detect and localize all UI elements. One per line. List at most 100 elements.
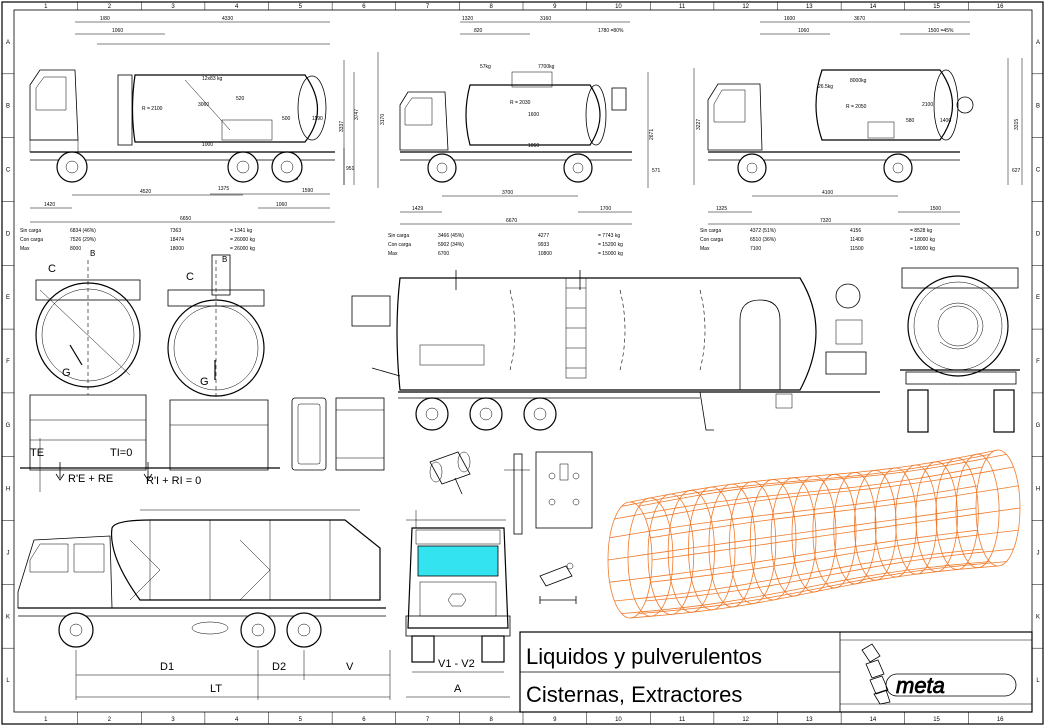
title-line-1: Liquidos y pulverulentos — [526, 644, 762, 669]
dim-label: 4520 — [140, 189, 151, 195]
grid-col-label: 5 — [299, 4, 303, 10]
weight-label: 12x83 kg — [202, 76, 223, 82]
grid-col-label: 8 — [490, 4, 494, 10]
load-table-cell: = 8528 kg — [910, 228, 932, 234]
dim-label-d2: D2 — [272, 661, 286, 673]
load-table-cell: 4372 (51%) — [750, 228, 776, 234]
dim-label: 1420 — [44, 202, 55, 208]
grid-col-label: 10 — [615, 717, 622, 723]
force-label-ti: TI=0 — [110, 447, 132, 459]
grid-col-label: 13 — [806, 4, 813, 10]
section-label-b: B — [90, 249, 95, 258]
load-table-cell: 11400 — [850, 237, 864, 243]
load-table-cell: 3466 (45%) — [438, 233, 464, 239]
dim-label: 3747 — [354, 109, 360, 120]
load-table-cell: 6700 — [438, 251, 449, 257]
wheel — [993, 389, 1015, 433]
weight-label: 7700kg — [538, 64, 555, 70]
tank-radius-label: R = 2030 — [510, 100, 531, 106]
load-table-cell: Sin carga — [388, 233, 409, 239]
dim-label: 1590 — [302, 188, 313, 194]
load-table-cell: Con carga — [388, 242, 411, 248]
load-table-cell: Max — [20, 246, 30, 252]
gravity-label: G — [62, 367, 71, 379]
grid-col-label: 9 — [553, 717, 557, 723]
tank-wireframe-3d — [607, 449, 1021, 619]
force-label-ri: R'I + RI = 0 — [146, 475, 201, 487]
grid-row-label: H — [1036, 487, 1040, 493]
grid-col-label: 4 — [235, 717, 239, 723]
dim-label: 951 — [346, 166, 355, 172]
load-table-cell: = 7743 kg — [598, 233, 620, 239]
grid-row-label: J — [7, 550, 10, 556]
load-table-cell: 4277 — [538, 233, 549, 239]
wheel — [907, 389, 929, 433]
wheel — [411, 635, 435, 663]
grid-row-label: F — [1036, 359, 1040, 365]
grid-column-labels: 1122334455667788991010111112121313141415… — [44, 2, 1004, 724]
dim-label: 3170 — [380, 114, 386, 125]
meta-logo: meta — [861, 643, 1017, 705]
dim-label: 1600 — [784, 16, 795, 22]
load-table-cell: 7526 (29%) — [70, 237, 96, 243]
dim-label: 580 — [906, 118, 915, 124]
grid-col-label: 1 — [44, 717, 48, 723]
section-label-c: C — [186, 271, 194, 283]
title-block: Liquidos y pulverulentos Cisternas, Extr… — [519, 631, 1033, 713]
dim-label: 520 — [236, 96, 245, 102]
grid-row-label: A — [1036, 40, 1040, 46]
dim-label: 3060 — [198, 102, 209, 108]
load-table-cell: 18474 — [170, 237, 184, 243]
semi-trailer-tank-view — [351, 270, 880, 431]
dim-label-d1: D1 — [160, 661, 174, 673]
wheel — [481, 635, 505, 663]
grid-col-label: 11 — [679, 4, 686, 10]
load-table-cell: 8000 — [70, 246, 81, 252]
grid-col-label: 16 — [997, 4, 1004, 10]
dim-label: 571 — [652, 168, 661, 174]
truck-2-side-view: 1320 3160 820 1780 =80% 57kg 7700kg R = … — [377, 16, 661, 225]
dim-label: 1500 — [930, 206, 941, 212]
windshield — [417, 545, 499, 577]
load-table-cell: = 1341 kg — [230, 228, 252, 234]
load-table-cell: = 15000 kg — [598, 251, 623, 257]
load-table-cell: 10800 — [538, 251, 552, 257]
dim-label: 1780 =80% — [598, 28, 624, 34]
grid-row-label: C — [1036, 168, 1041, 174]
truck-3-side-view: 1600 3670 1060 1500 =45% 8000kg 26.5kg R… — [693, 16, 1023, 225]
dim-label: 6650 — [180, 216, 191, 222]
dim-label: 4100 — [822, 190, 833, 196]
load-table-cell: = 26000 kg — [230, 237, 255, 243]
section-label-b: B — [222, 255, 227, 264]
force-label-re: R'E + RE — [68, 473, 113, 485]
dim-label: 1060 — [276, 202, 287, 208]
dim-label: 1190 — [312, 116, 323, 122]
dim-label: 3700 — [502, 190, 513, 196]
section-label-c: C — [48, 263, 56, 275]
grid-row-label: K — [1036, 614, 1040, 620]
dim-label-v1-v2: V1 - V2 — [438, 658, 475, 670]
wheel — [523, 397, 557, 431]
dim-label: 1060 — [528, 143, 539, 149]
grid-row-label: G — [6, 423, 11, 429]
grid-row-label: J — [1037, 550, 1040, 556]
grid-col-label: 10 — [615, 4, 622, 10]
dim-label: 1500 =45% — [928, 28, 954, 34]
dim-label: 1325 — [716, 206, 727, 212]
grid-col-label: 11 — [679, 717, 686, 723]
wheel — [58, 612, 94, 648]
grid-col-label: 6 — [362, 717, 366, 723]
wheel — [563, 153, 593, 183]
load-table-cell: Sin carga — [700, 228, 721, 234]
load-table-cell: = 26000 kg — [230, 246, 255, 252]
grid-row-label: B — [1036, 104, 1040, 110]
logo-text: meta — [896, 673, 945, 698]
wheel — [415, 397, 449, 431]
grid-row-label: D — [1036, 231, 1041, 237]
dim-label: 2100 — [922, 102, 933, 108]
dim-label: 7320 — [820, 218, 831, 224]
grid-col-label: 14 — [870, 717, 877, 723]
gravity-label: G — [200, 376, 209, 388]
load-table-cell: 6834 (46%) — [70, 228, 96, 234]
